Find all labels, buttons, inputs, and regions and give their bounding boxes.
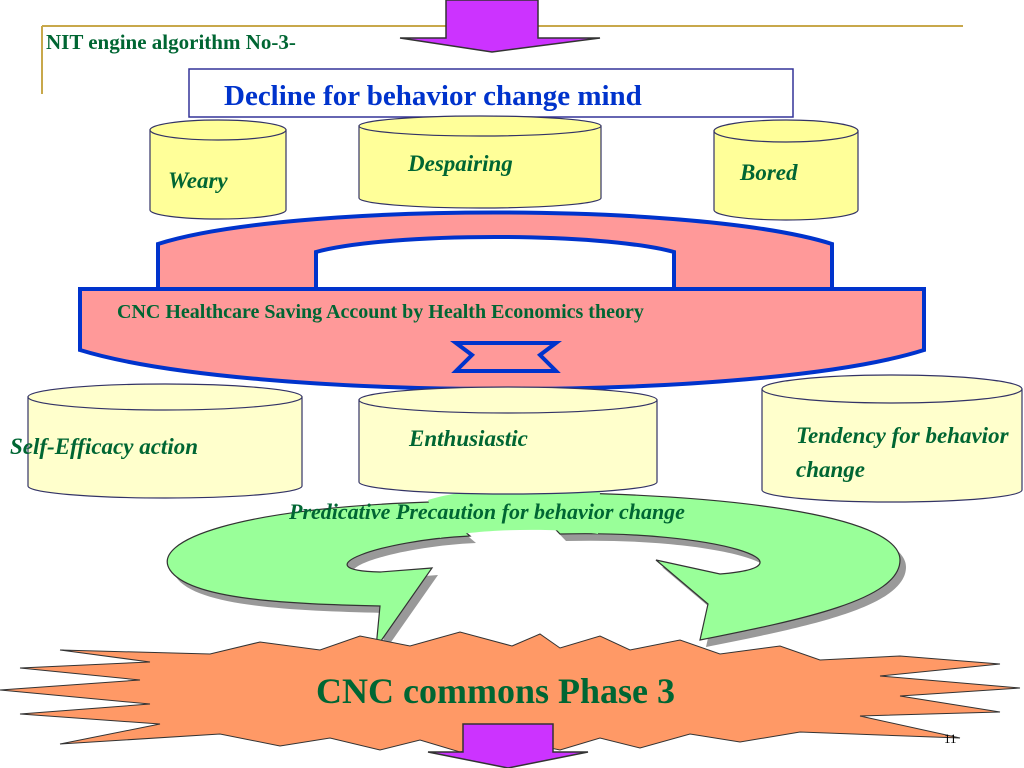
label-enthusiastic: Enthusiastic [409, 426, 528, 451]
drum-despairing [358, 115, 602, 209]
cycle-top-band [428, 488, 600, 538]
drum-self-efficacy [27, 383, 303, 499]
account-text: CNC Healthcare Saving Account by Health … [117, 301, 644, 323]
phase-text: CNC commons Phase 3 [316, 671, 675, 711]
banner-text: Decline for behavior change mind [224, 80, 642, 112]
cycle-arrow-right [518, 491, 901, 641]
slide-title: NIT engine algorithm No-3- [46, 30, 296, 54]
label-self-efficacy: Self-Efficacy action [10, 434, 198, 459]
account-handle [156, 210, 834, 292]
account-latch [450, 341, 562, 373]
drum-tendency [761, 374, 1023, 503]
label-tendency: Tendency for behavior change [796, 423, 1009, 482]
label-bored: Bored [740, 160, 798, 185]
top-down-arrow [399, 0, 601, 53]
cycle-arrow-left [166, 501, 472, 651]
label-despairing: Despairing [408, 151, 513, 176]
drum-enthusiastic [358, 386, 658, 495]
label-weary: Weary [168, 168, 228, 193]
cycle-text: Predicative Precaution for behavior chan… [289, 499, 685, 524]
page-number: 11 [944, 731, 957, 746]
bottom-down-arrow [427, 723, 589, 768]
drum-weary [149, 119, 287, 220]
banner-box [188, 68, 794, 118]
drum-bored [713, 119, 859, 221]
